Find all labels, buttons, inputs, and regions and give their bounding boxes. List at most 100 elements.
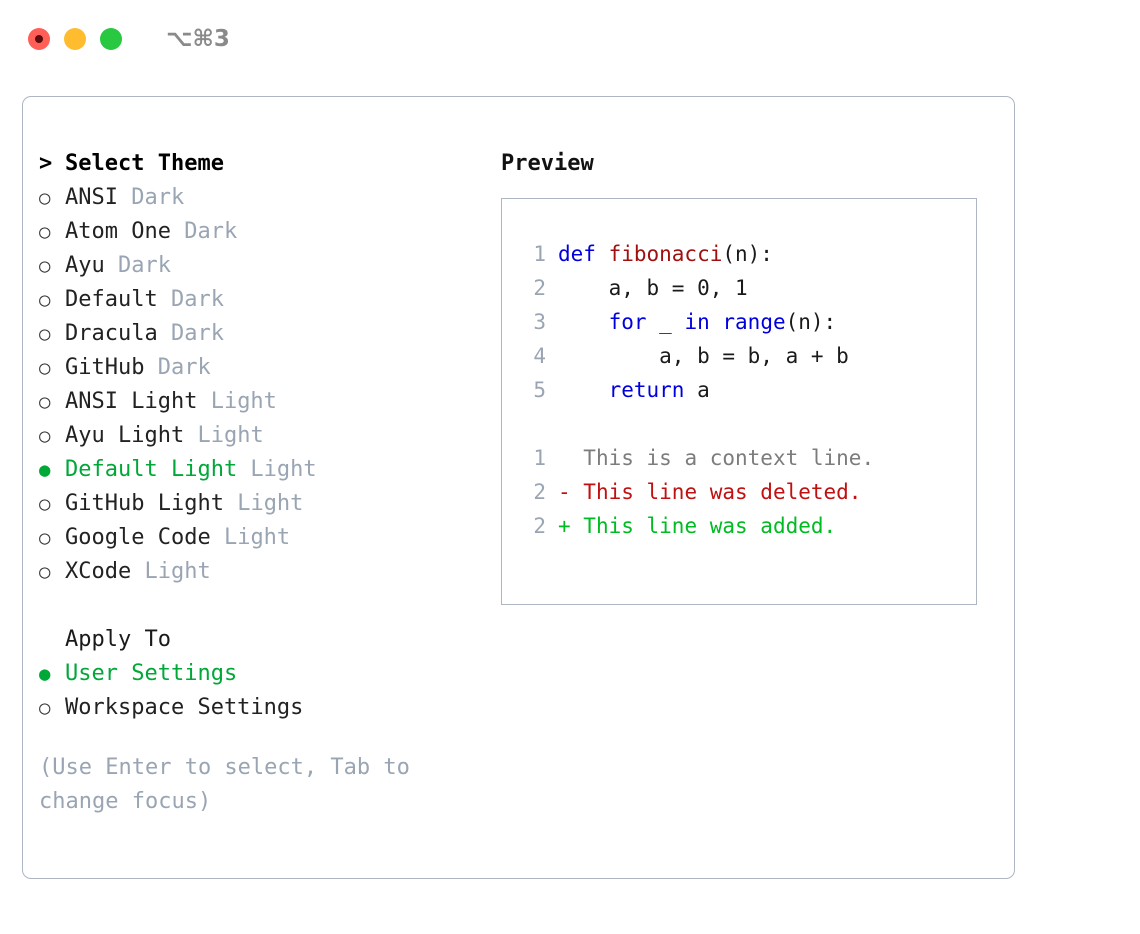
diff-line-del: 2- This line was deleted. xyxy=(518,475,970,509)
theme-option-category: Light xyxy=(131,559,211,584)
theme-option-github-light[interactable]: ○GitHub Light Light xyxy=(39,487,489,521)
theme-option-label: Dracula xyxy=(65,321,158,346)
title-bar: ⌥⌘3 xyxy=(0,0,1140,78)
keyboard-hint-text: (Use Enter to select, Tab to change focu… xyxy=(39,755,410,814)
theme-option-ansi-light[interactable]: ○ANSI Light Light xyxy=(39,385,489,419)
theme-option-category: Dark xyxy=(117,185,185,210)
theme-option-xcode[interactable]: ○ XCode Light xyxy=(39,555,489,589)
theme-option-label: Ayu Light xyxy=(65,423,185,448)
theme-option-category: Dark xyxy=(157,287,224,312)
code-token-plain: (n): xyxy=(785,310,837,334)
select-theme-header: > Select Theme xyxy=(39,147,489,181)
radio-unselected-icon: ○ xyxy=(39,561,51,583)
code-token-kw: return xyxy=(608,378,698,402)
apply-to-option-user-settings[interactable]: ● User Settings xyxy=(39,657,489,691)
diff-line-number: 2 xyxy=(533,480,546,504)
diff-line-text: - This line was deleted. xyxy=(558,475,861,509)
code-line-number: 3 xyxy=(533,310,546,334)
diff-sign xyxy=(558,446,571,470)
theme-option-default[interactable]: ○Default Dark xyxy=(39,283,489,317)
keyboard-shortcut-label: ⌥⌘3 xyxy=(166,26,230,52)
theme-list: ○ANSI Dark○Atom One Dark○Ayu Dark○Defaul… xyxy=(39,181,489,589)
code-line-text: a, b = 0, 1 xyxy=(558,271,748,305)
code-token-fn: fibonacci xyxy=(608,242,723,266)
theme-option-ayu[interactable]: ○Ayu Dark xyxy=(39,249,489,283)
code-line-text: for _ in range(n): xyxy=(558,305,837,339)
code-token-kw: range xyxy=(722,310,786,334)
code-line-text: def fibonacci(n): xyxy=(558,237,773,271)
theme-option-ayu-light[interactable]: ○ Ayu Light Light xyxy=(39,419,489,453)
theme-selection-column: > Select Theme ○ANSI Dark○Atom One Dark○… xyxy=(39,147,489,819)
theme-option-label: Ayu xyxy=(65,253,105,278)
radio-unselected-icon: ○ xyxy=(39,425,51,447)
code-line: 1 def fibonacci(n): xyxy=(518,237,970,271)
theme-option-label: XCode xyxy=(65,559,132,584)
theme-option-category: Dark xyxy=(170,219,238,244)
radio-selected-icon: ● xyxy=(39,663,51,685)
theme-option-category: Dark xyxy=(104,253,171,278)
apply-to-option-label: User Settings xyxy=(65,661,238,686)
theme-option-default-light[interactable]: ●Default Light Light xyxy=(39,453,489,487)
apply-to-title: Apply To xyxy=(65,627,171,652)
select-theme-title: Select Theme xyxy=(65,151,224,176)
theme-option-label: Default xyxy=(65,287,158,312)
apply-to-marker-placeholder: ○ xyxy=(39,623,65,657)
theme-option-label: ANSI xyxy=(65,185,118,210)
theme-option-label: Google Code xyxy=(65,525,211,550)
code-diff-gap xyxy=(518,407,970,441)
radio-unselected-icon: ○ xyxy=(39,187,51,209)
list-spacer xyxy=(39,589,489,623)
diff-line-add: 2+ This line was added. xyxy=(518,509,970,543)
code-line: 4 a, b = b, a + b xyxy=(518,339,970,373)
code-token-plain: a, b = b, a + b xyxy=(558,344,849,368)
code-token-plain xyxy=(558,310,609,334)
apply-to-option-workspace-settings[interactable]: ○ Workspace Settings xyxy=(39,691,489,725)
main-panel: > Select Theme ○ANSI Dark○Atom One Dark○… xyxy=(22,96,1015,879)
apply-to-option-label: Workspace Settings xyxy=(65,695,304,720)
theme-option-github[interactable]: ○GitHub Dark xyxy=(39,351,489,385)
code-line-number: 2 xyxy=(533,276,546,300)
minimize-button[interactable] xyxy=(64,28,86,50)
diff-line-context: 1 This is a context line. xyxy=(518,441,970,475)
code-token-plain: a, b = 0, 1 xyxy=(558,276,748,300)
maximize-button[interactable] xyxy=(100,28,122,50)
theme-option-label: ANSI Light xyxy=(65,389,198,414)
theme-option-category: Light xyxy=(237,457,317,482)
code-line-number: 5 xyxy=(533,378,546,402)
apply-to-header: ○ Apply To xyxy=(39,623,489,657)
code-token-kw: def xyxy=(558,242,609,266)
code-token-plain: (n): xyxy=(722,242,773,266)
code-line-number: 4 xyxy=(533,344,546,368)
diff-text: This line was deleted. xyxy=(570,480,862,504)
theme-option-category: Dark xyxy=(144,355,211,380)
theme-option-google-code[interactable]: ○ Google Code Light xyxy=(39,521,489,555)
diff-sample: 1 This is a context line.2- This line wa… xyxy=(518,441,970,543)
apply-to-options: ● User Settings ○ Workspace Settings xyxy=(39,657,489,725)
diff-line-text: This is a context line. xyxy=(558,441,874,475)
radio-unselected-icon: ○ xyxy=(39,697,51,719)
radio-unselected-icon: ○ xyxy=(39,527,51,549)
radio-unselected-icon: ○ xyxy=(39,221,51,243)
code-token-plain: a xyxy=(697,378,710,402)
diff-line-number: 1 xyxy=(533,446,546,470)
diff-sign: + xyxy=(558,514,571,538)
code-token-kw: for xyxy=(608,310,660,334)
theme-option-atom-one[interactable]: ○Atom One Dark xyxy=(39,215,489,249)
diff-sign: - xyxy=(558,480,571,504)
code-line: 2 a, b = 0, 1 xyxy=(518,271,970,305)
close-button[interactable] xyxy=(28,28,50,50)
radio-unselected-icon: ○ xyxy=(39,357,51,379)
theme-option-category: Light xyxy=(184,423,264,448)
code-token-plain: _ xyxy=(659,310,685,334)
theme-option-dracula[interactable]: ○Dracula Dark xyxy=(39,317,489,351)
radio-unselected-icon: ○ xyxy=(39,493,51,515)
theme-option-category: Light xyxy=(210,525,291,550)
theme-option-ansi[interactable]: ○ ANSI Dark xyxy=(39,181,489,215)
code-line-number: 1 xyxy=(533,242,546,266)
code-line: 5 return a xyxy=(518,373,970,407)
code-line-text: return a xyxy=(558,373,710,407)
